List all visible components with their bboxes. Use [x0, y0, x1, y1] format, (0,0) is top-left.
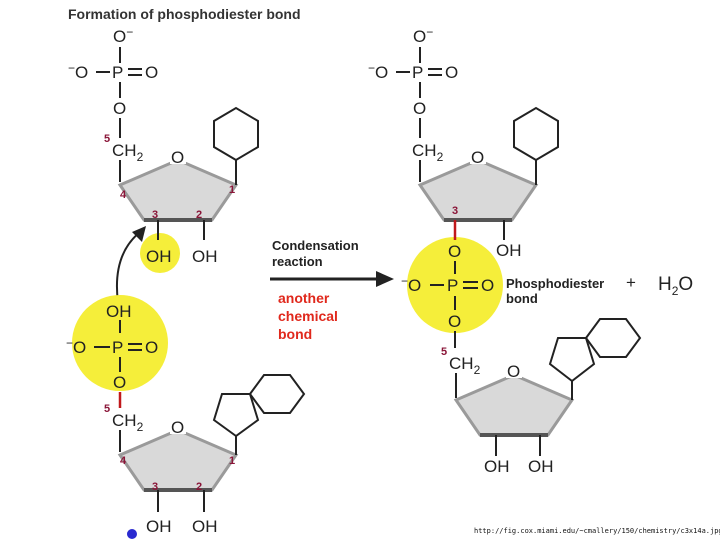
phosphate-o-top: O− [413, 25, 433, 46]
ring-oxygen: O [171, 148, 184, 167]
highlight-phosphate [72, 295, 168, 391]
carbon-2-label: 2 [196, 481, 202, 493]
reaction-label-line2: reaction [272, 254, 323, 269]
phosphate-o-right: O [445, 63, 458, 82]
carbon-1-label: 1 [229, 455, 235, 467]
base-six-ring [584, 318, 642, 358]
carbon-3-label: 3 [152, 209, 158, 221]
oh-3-prime: OH [146, 517, 172, 536]
ring-o-bg [170, 148, 186, 164]
carbon-5-label: 5 [441, 346, 447, 358]
phosphorus: P [412, 63, 423, 82]
base-six-ring [248, 374, 306, 414]
phosphate-o-right: O [481, 276, 494, 295]
reaction-arrow-head [376, 271, 394, 287]
oh-3-prime: OH [484, 457, 510, 476]
phosphate-o-left: −O [68, 61, 88, 82]
base-ring [513, 106, 559, 162]
curved-arrow [116, 231, 141, 303]
product-dinucleotide: O− −O P O O CH2 O 3 OH O −O P O O [368, 25, 693, 476]
carbon-4-label: 4 [120, 189, 127, 201]
oh-3-prime: OH [146, 247, 172, 266]
carbon-5-label: 5 [104, 403, 110, 415]
phosphate-oh: OH [106, 302, 132, 321]
source-url: http://fig.cox.miami.edu/~cmallery/150/c… [474, 527, 720, 535]
oh-2-prime: OH [528, 457, 554, 476]
phosphate-o-left: −O [401, 274, 421, 295]
phosphate-o-left: −O [368, 61, 388, 82]
phosphate-o-right: O [145, 338, 158, 357]
phosphorus: P [447, 276, 458, 295]
phosphorus: P [112, 63, 123, 82]
highlight-3-oh [140, 233, 180, 273]
base-five-ring [548, 337, 596, 383]
ring-o-bg [470, 148, 486, 164]
bridge-o-lower: O [448, 312, 461, 331]
ch2-group: CH2 [412, 141, 444, 164]
ch2-group: CH2 [112, 411, 144, 434]
water: H2O [658, 274, 693, 298]
base-ring [213, 106, 259, 162]
deoxyribose-ring-bottom [453, 373, 575, 437]
deoxyribose-ring-top [417, 158, 539, 222]
carbon-3-label: 3 [152, 481, 158, 493]
oh-2-prime: OH [496, 241, 522, 260]
ring-oxygen: O [171, 418, 184, 437]
note-line-1: another [278, 290, 330, 306]
deoxyribose-ring [117, 158, 239, 222]
base-five-ring [212, 393, 260, 438]
bridge-o-upper: O [448, 242, 461, 261]
plus-sign: + [626, 273, 636, 292]
highlight-phosphodiester [407, 237, 503, 333]
phosphate-o-bottom: O [113, 99, 126, 118]
carbon-1-label: 1 [229, 184, 235, 196]
ring-o-bg [506, 362, 522, 378]
phosphate-o-bottom: O [113, 373, 126, 392]
left-top-nucleotide: O− −O P O O 5 CH2 O 4 1 3 2 OH OH [68, 25, 259, 273]
phosphate-o-right: O [145, 63, 158, 82]
phosphate-o-left: −O [66, 336, 86, 357]
left-bottom-nucleotide: OH −O P O O 5 CH2 O 4 1 3 2 OH OH [66, 295, 306, 539]
carbon-3-label: 3 [452, 205, 458, 217]
blue-dot [127, 529, 137, 539]
ring-oxygen: O [471, 148, 484, 167]
oh-2-prime: OH [192, 517, 218, 536]
ch2-group: CH2 [449, 354, 481, 377]
carbon-5-label: 5 [104, 133, 110, 145]
phosphodiester-label-line1: Phosphodiester [506, 276, 604, 291]
carbon-2-label: 2 [196, 209, 202, 221]
reaction-label-line1: Condensation [272, 238, 359, 253]
note-line-3: bond [278, 326, 312, 342]
ch2-group: CH2 [112, 141, 144, 164]
phosphate-o-top: O− [113, 25, 133, 46]
curved-arrow-head [132, 226, 146, 242]
phosphodiester-label-line2: bond [506, 291, 538, 306]
ring-o-bg [170, 418, 186, 434]
deoxyribose-ring [117, 428, 239, 492]
phosphorus: P [112, 338, 123, 357]
oh-2-prime: OH [192, 247, 218, 266]
phosphate-o-bottom: O [413, 99, 426, 118]
diagram-title: Formation of phosphodiester bond [68, 6, 301, 22]
ring-oxygen: O [507, 362, 520, 381]
note-line-2: chemical [278, 308, 338, 324]
carbon-4-label: 4 [120, 455, 127, 467]
